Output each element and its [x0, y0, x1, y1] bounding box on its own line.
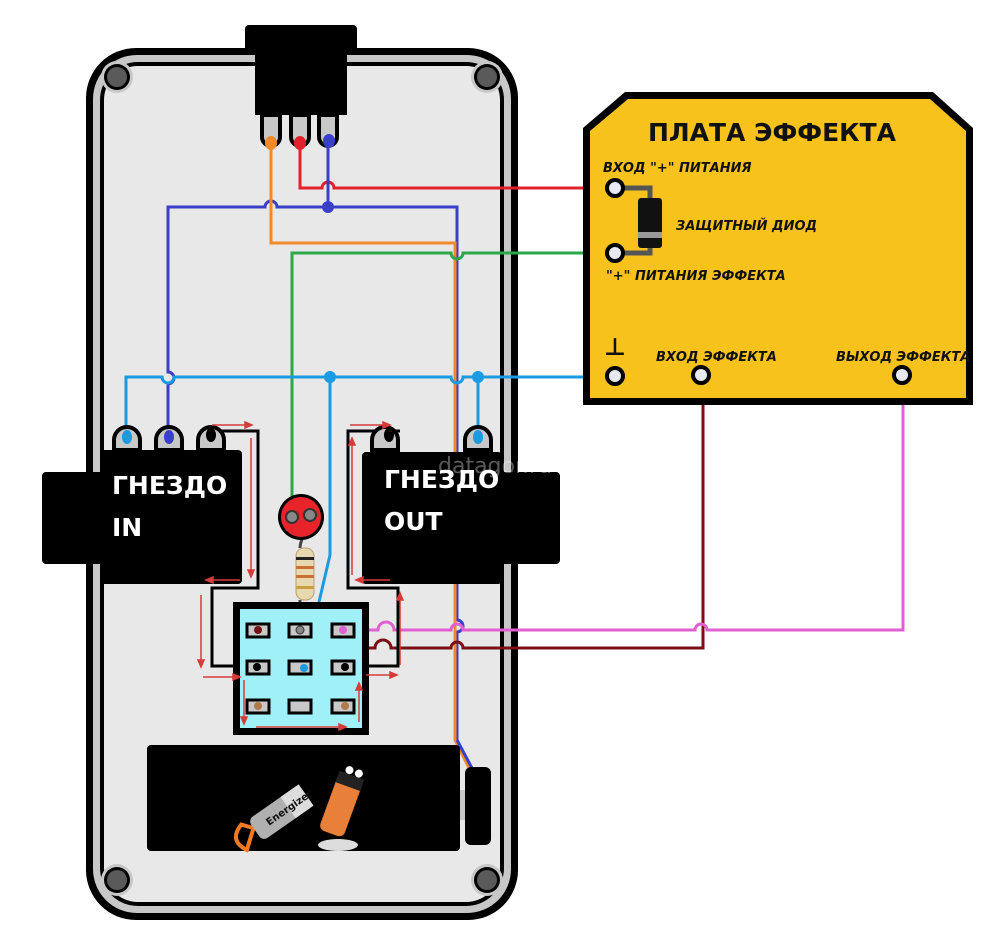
battery: Energizer [147, 745, 491, 853]
pedal-enclosure [86, 25, 518, 920]
terminal-power-in [605, 178, 625, 198]
enclosure-inner [104, 66, 500, 902]
effect-in-label: ВХОД ЭФФЕКТА [656, 350, 777, 365]
wire-pink-effect-out [345, 375, 905, 632]
jack-in: ГНЕЗДО IN [42, 425, 242, 584]
jack-in-label-line1: ГНЕЗДО [112, 471, 227, 500]
terminal-effect-out [892, 365, 912, 385]
jack-out-label-line2: OUT [384, 507, 443, 536]
ground-symbol-icon: ⊥ [604, 333, 626, 361]
watermark: datagor.ru [438, 454, 552, 479]
wire-black-switch [210, 429, 400, 668]
terminal-power-effect [605, 243, 625, 263]
jack-out: ГНЕЗДО OUT [362, 425, 560, 584]
screw-icon [477, 67, 497, 87]
jack-in-label-line2: IN [112, 513, 142, 542]
signal-flow-arrows [196, 420, 405, 732]
battery-clip [465, 767, 491, 845]
screw-icon [107, 870, 127, 890]
effect-board: ПЛАТА ЭФФЕКТА ВХОД "+" ПИТАНИЯ ЗАЩИТНЫЙ … [583, 92, 973, 405]
junction-dot [322, 201, 334, 213]
power-in-label: ВХОД "+" ПИТАНИЯ [603, 161, 752, 176]
footswitch-3pdt [233, 602, 369, 735]
battery-mascot-icon: Energizer [233, 784, 315, 853]
dc-jack-top [245, 25, 357, 55]
protective-diode [620, 185, 662, 256]
dc-power-jack [255, 55, 347, 148]
wire-green-effect-power [290, 251, 615, 515]
resistor [295, 547, 315, 601]
junction-dot [472, 371, 484, 383]
power-effect-label: "+" ПИТАНИЯ ЭФФЕКТА [606, 269, 786, 284]
terminal-effect-in [691, 365, 711, 385]
screw-icon [477, 870, 497, 890]
led [278, 494, 324, 540]
screw-icon [107, 67, 127, 87]
board-title: ПЛАТА ЭФФЕКТА [648, 118, 897, 147]
effect-out-label: ВЫХОД ЭФФЕКТА [836, 350, 970, 365]
terminal-ground [605, 366, 625, 386]
jack-out-label-line1: ГНЕЗДО [384, 465, 499, 494]
junction-dot [324, 371, 336, 383]
diode-label: ЗАЩИТНЫЙ ДИОД [676, 218, 817, 234]
